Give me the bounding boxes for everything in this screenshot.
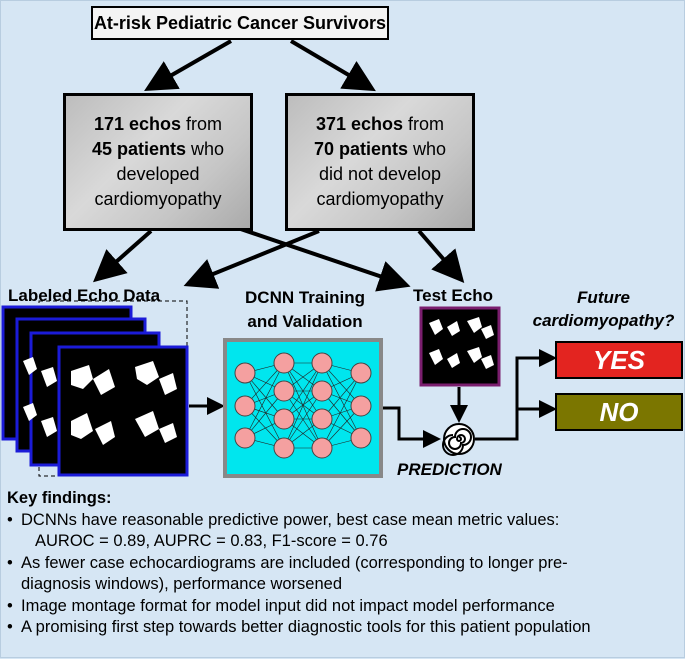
outcome-yes: YES [555,341,683,379]
network-neuron [273,380,295,402]
control-group-box: 371 echos from 70 patients who did not d… [285,93,475,231]
network-edge [244,362,285,439]
network-neuron [311,437,333,459]
arrow-title-to-control [289,39,376,92]
finding-item: As fewer case echocardiograms are includ… [7,553,683,596]
labeled-echo-label: Labeled Echo Data [8,286,161,305]
spiral-icon [442,423,475,456]
control-echo-count: 371 echos [315,114,404,134]
network-edge [283,362,323,449]
arrow-network-to-prediction [383,406,441,448]
network-edge [244,372,285,449]
case-echo-count: 171 echos [93,114,182,134]
control-patient-count: 70 patients [313,139,408,159]
case-patient-count: 45 patients [91,139,186,159]
network-edge [283,390,323,449]
network-neuron [350,395,372,417]
training-label: DCNN Training and Validation [245,288,365,331]
prediction-label: PREDICTION [397,460,502,479]
arrow-prediction-to-outcomes [475,349,557,441]
network-neuron [273,437,295,459]
future-question: Future cardiomyopathy? [532,288,675,330]
network-neuron [273,408,295,430]
finding-item: Image montage format for model input did… [7,596,683,618]
echo-montage-icon [1,300,189,477]
network-neuron [234,395,256,417]
network-edge [283,362,323,420]
test-echo-image [419,306,501,387]
outcome-no: NO [555,393,683,431]
network-neuron [234,427,256,449]
network-neuron [311,352,333,374]
network-neuron [311,380,333,402]
finding-item: A promising first step towards better di… [7,617,683,639]
network-neuron [273,352,295,374]
arrow-control-to-test [417,229,465,284]
arrow-control-to-labeled [183,229,320,289]
findings-heading: Key findings: [7,489,112,507]
network-neuron [311,408,333,430]
finding-item: DCNNs have reasonable predictive power, … [7,510,683,553]
network-neuron [350,427,372,449]
test-echo-label: Test Echo [413,286,493,305]
title-box: At-risk Pediatric Cancer Survivors [91,6,389,40]
arrow-case-to-test [222,221,411,292]
network-neuron [234,362,256,384]
neural-network-icon [223,338,383,478]
arrow-case-to-labeled [93,229,153,283]
case-group-box: 171 echos from 45 patients who developed… [63,93,253,231]
network-edge [321,372,362,449]
arrow-title-to-case [144,39,232,91]
network-neuron [350,362,372,384]
network-edge [321,362,362,439]
key-findings: Key findings: DCNNs have reasonable pred… [7,488,683,639]
